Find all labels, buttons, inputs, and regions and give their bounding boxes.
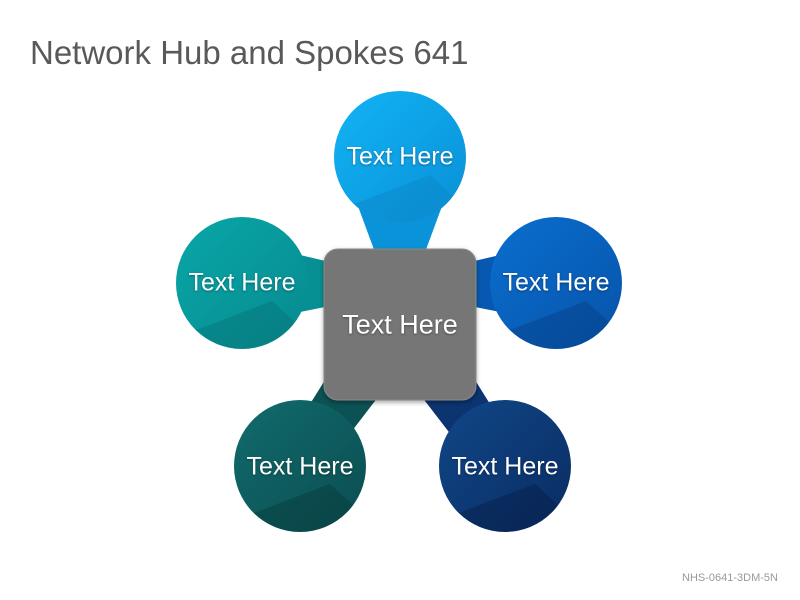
spoke-top-label: Text Here bbox=[346, 142, 454, 171]
spoke-right-circle bbox=[490, 217, 622, 349]
spoke-left-circle bbox=[176, 217, 308, 349]
spoke-bottom-right[interactable] bbox=[415, 372, 571, 532]
spoke-right-label: Text Here bbox=[502, 268, 610, 297]
hub[interactable] bbox=[323, 248, 477, 401]
slide-code: NHS-0641-3DM-5N bbox=[682, 572, 778, 584]
spoke-bottom-right-label: Text Here bbox=[451, 452, 559, 481]
spoke-top-circle bbox=[334, 91, 466, 223]
spoke-right[interactable] bbox=[470, 217, 622, 349]
spoke-bottom-right-circle bbox=[439, 400, 571, 532]
page-title: Network Hub and Spokes 641 bbox=[30, 34, 469, 71]
hub-label: Text Here bbox=[342, 309, 458, 340]
hub-box bbox=[323, 248, 477, 401]
spoke-bottom-left-label: Text Here bbox=[246, 452, 354, 481]
spoke-left[interactable] bbox=[176, 217, 330, 349]
spoke-bottom-left-circle bbox=[234, 400, 366, 532]
spoke-top[interactable] bbox=[334, 91, 466, 255]
spoke-left-label: Text Here bbox=[188, 268, 296, 297]
